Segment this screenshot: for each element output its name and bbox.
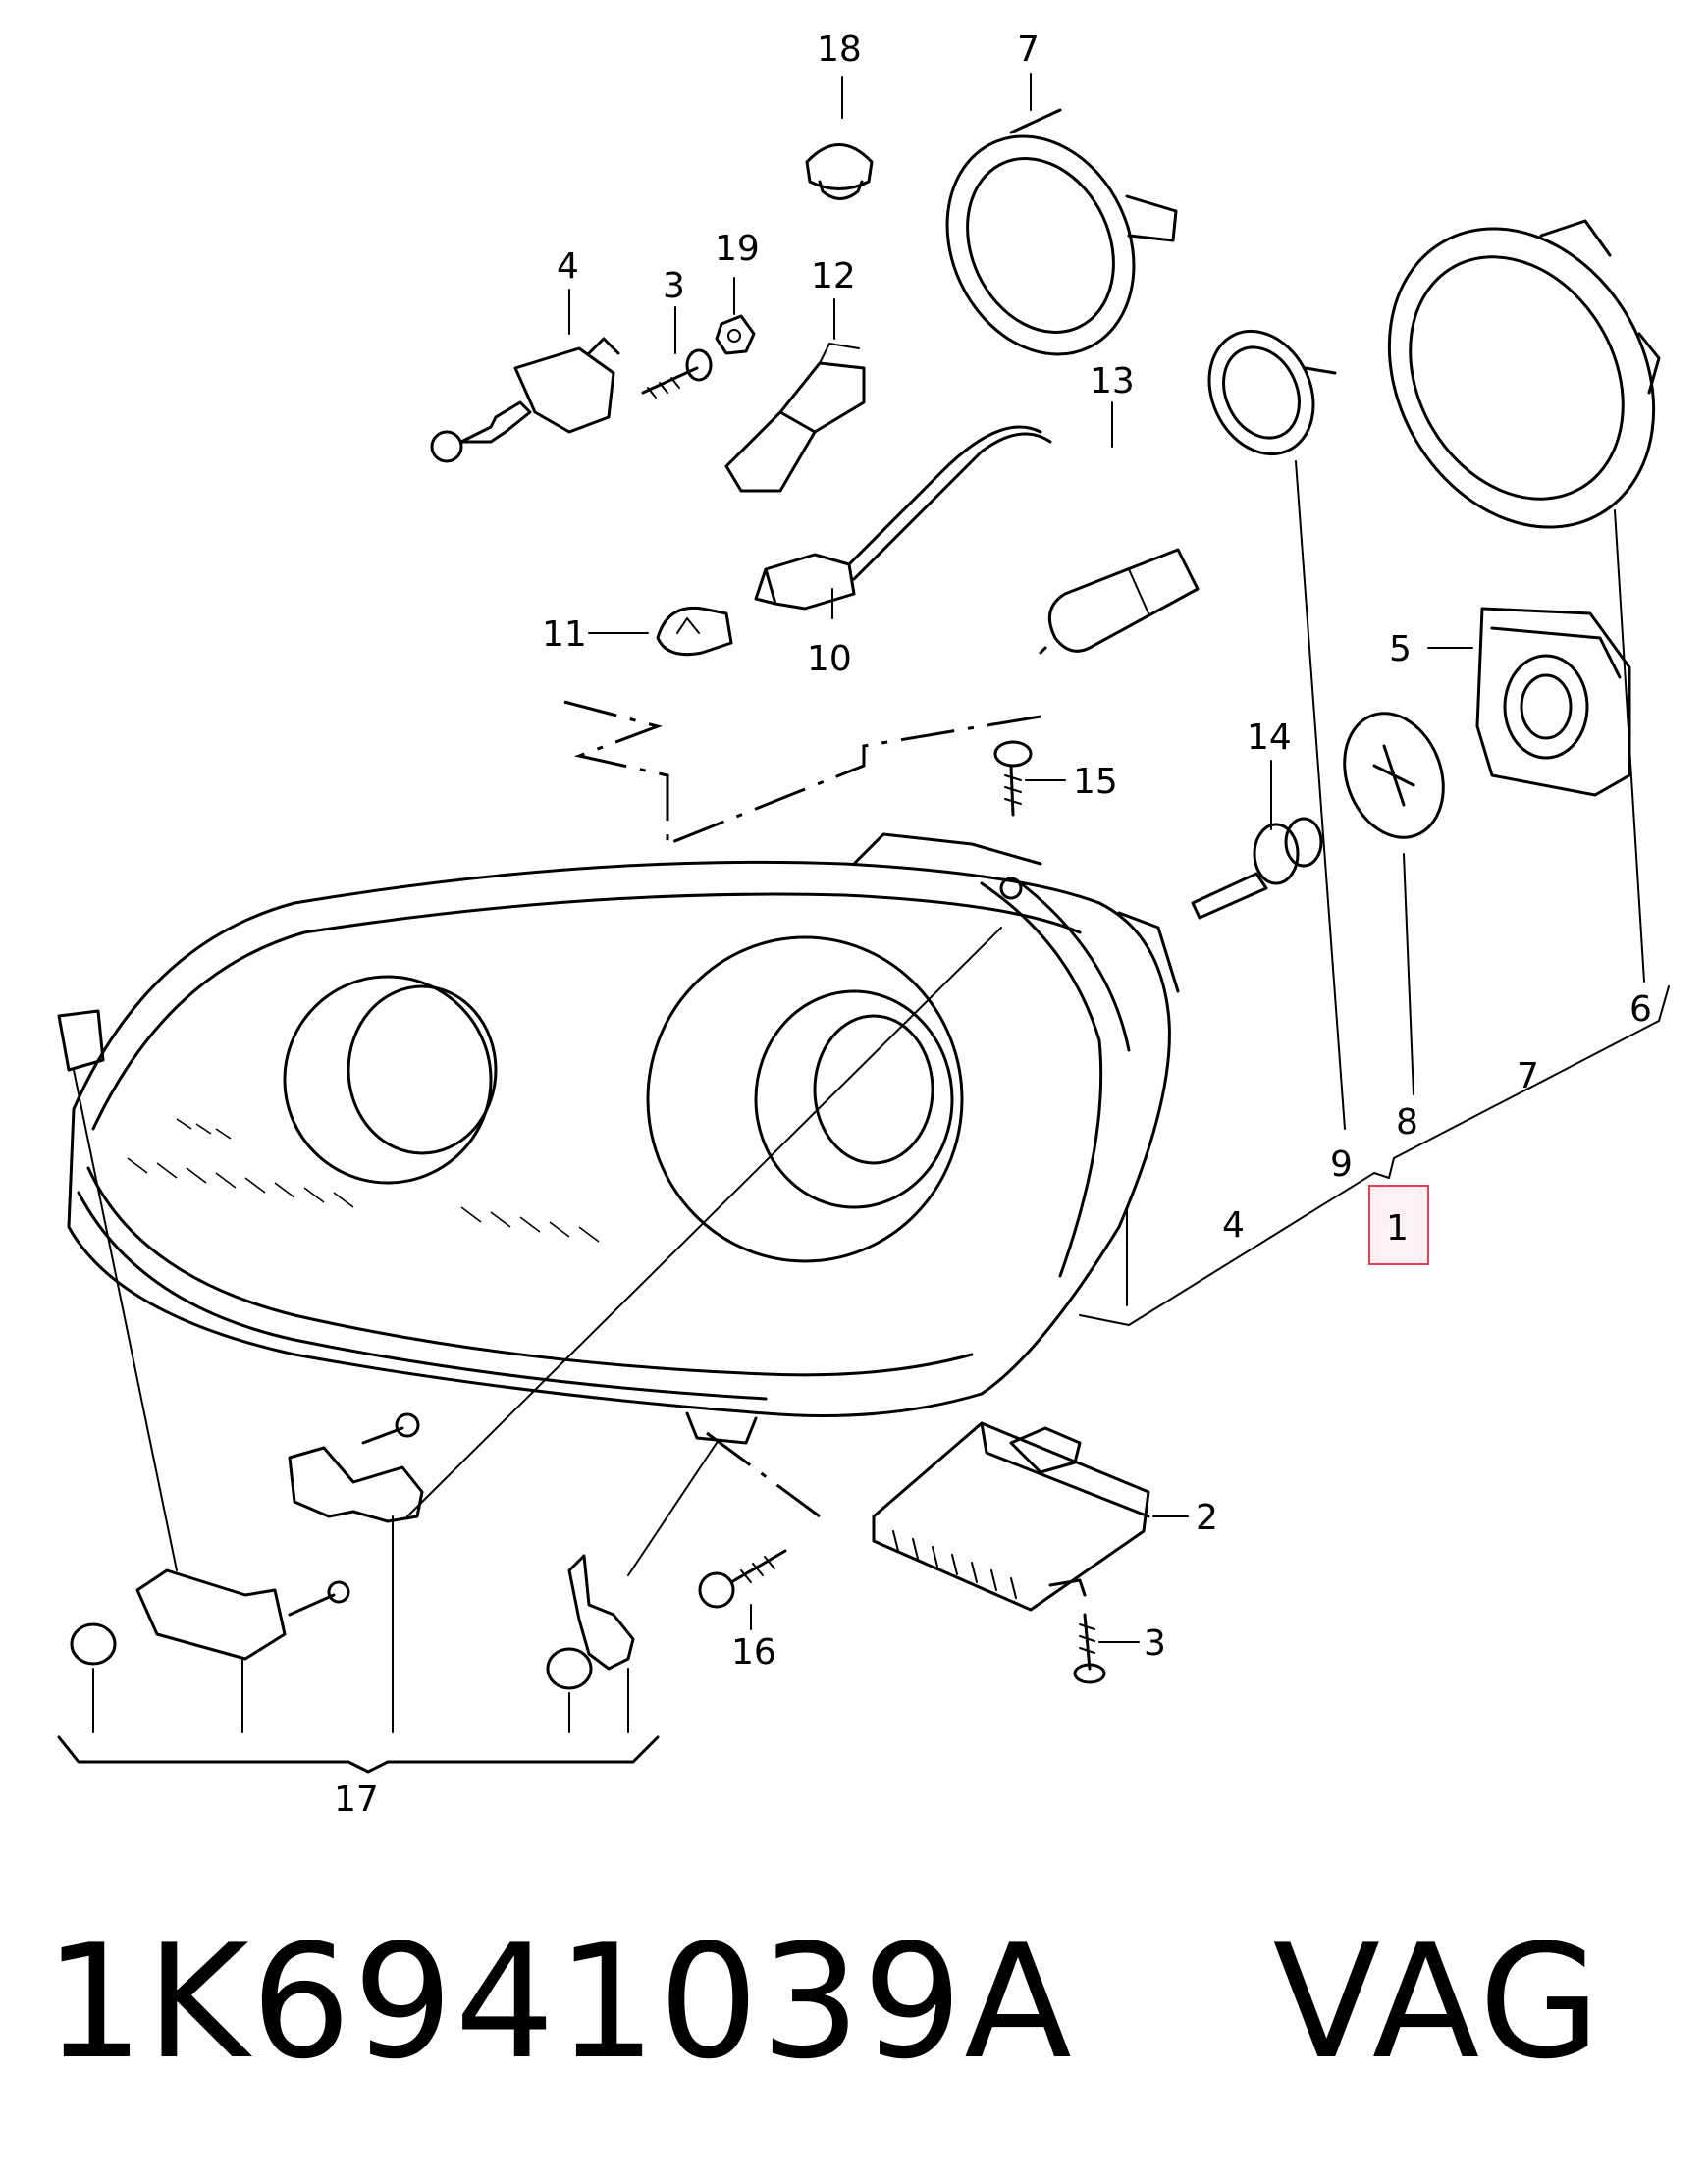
part-11-wedge-bulb [656, 606, 733, 657]
part-9-small-ring [1207, 329, 1337, 456]
callout-4-side: 4 [1222, 1205, 1245, 1246]
callout-15: 15 [1073, 762, 1118, 802]
housing-hatching [127, 1118, 600, 1243]
callout-19: 19 [715, 229, 760, 269]
brand-name: VAG [1272, 1910, 1603, 2094]
part-number-caption: 1K6941039A VAG [44, 1924, 1602, 2081]
leader-lines [73, 73, 1670, 1733]
callout-labels: 18 7 4 3 19 12 13 11 10 5 14 15 6 7 9 8 … [334, 29, 1652, 1820]
part-16-screw [698, 1549, 787, 1609]
part-8-lamp-cap [1343, 712, 1445, 839]
callout-7-side: 7 [1517, 1056, 1539, 1096]
part-4-adjuster [430, 337, 620, 463]
part-2-ballast [872, 1421, 1150, 1612]
callout-6: 6 [1629, 989, 1652, 1030]
callout-3-bottom: 3 [1144, 1623, 1166, 1664]
part-18-cap [805, 143, 874, 200]
part-17-brackets [57, 1412, 660, 1774]
part-19-nut [715, 314, 756, 355]
callout-16: 16 [731, 1632, 776, 1673]
part-number: 1K6941039A [44, 1910, 1074, 2094]
callout-17: 17 [334, 1780, 379, 1820]
callout-7-top: 7 [1017, 29, 1040, 70]
headlamp-housing [57, 832, 1180, 1445]
callout-2: 2 [1196, 1498, 1218, 1538]
callout-5: 5 [1389, 629, 1412, 669]
callout-3-top: 3 [663, 266, 685, 306]
part-10-harness [754, 425, 1052, 611]
part-3-screw [641, 348, 713, 399]
part-13-bulb [1039, 548, 1200, 655]
part-7-retaining-ring [945, 108, 1178, 356]
reference-lines [563, 700, 1041, 1518]
part-12-h7-bulb [724, 343, 866, 493]
callout-13: 13 [1090, 361, 1135, 401]
part-15-screw [993, 740, 1033, 817]
callout-4-top: 4 [557, 246, 579, 287]
part-3-bolt [1073, 1613, 1106, 1684]
part-5-holder-module [1475, 607, 1631, 797]
callout-11: 11 [542, 614, 587, 655]
callout-14: 14 [1247, 717, 1292, 758]
highlight-box-part-1 [1368, 1185, 1429, 1265]
callout-18: 18 [817, 29, 862, 70]
callout-10: 10 [807, 639, 852, 679]
part-14-hid-bulb [1191, 817, 1323, 920]
callout-8: 8 [1396, 1102, 1418, 1143]
exploded-parts-diagram: 18 7 4 3 19 12 13 11 10 5 14 15 6 7 9 8 … [57, 29, 1670, 1820]
callout-9: 9 [1330, 1144, 1353, 1185]
part-6-bezel-ring [1387, 219, 1661, 529]
callout-12: 12 [811, 256, 856, 296]
callout-1: 1 [1386, 1208, 1409, 1249]
